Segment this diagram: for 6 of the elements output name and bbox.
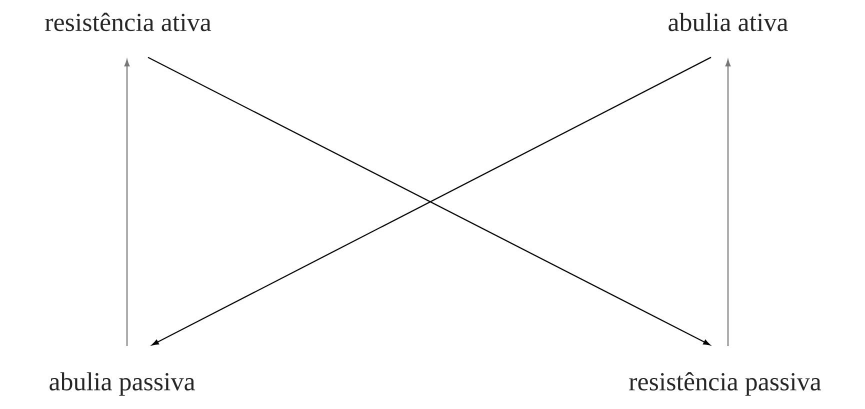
arrow <box>124 60 130 346</box>
node-label: resistência passiva <box>629 372 822 396</box>
node-label: resistência ativa <box>45 12 212 32</box>
arrow <box>725 60 731 346</box>
node-label: abulia ativa <box>668 12 788 32</box>
node-label: abulia passiva <box>50 372 195 396</box>
